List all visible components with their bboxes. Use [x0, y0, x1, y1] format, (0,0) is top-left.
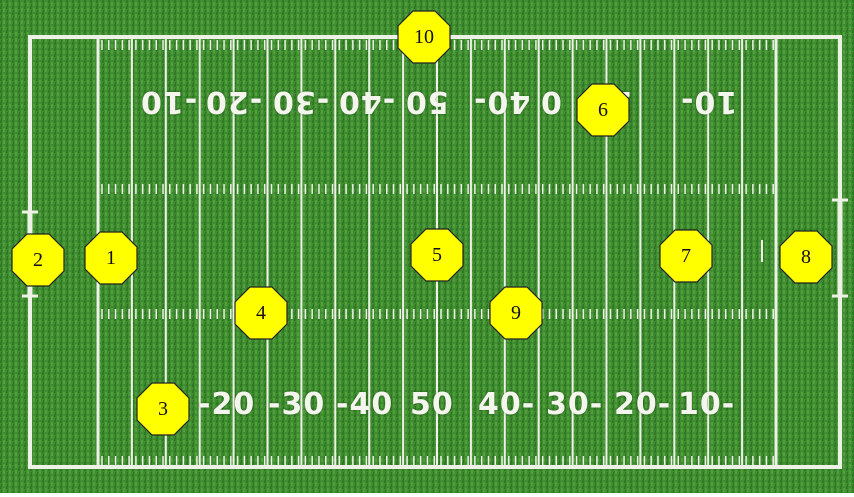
yard-number-top: 0	[540, 86, 562, 116]
label-6: 6	[576, 83, 630, 137]
label-badge-6: 6	[576, 83, 630, 137]
label-7: 7	[659, 229, 713, 283]
yard-number-bottom: 20-	[614, 390, 671, 420]
label-9: 9	[489, 286, 543, 340]
yard-number-bottom: -40	[336, 390, 393, 420]
label-4: 4	[234, 286, 288, 340]
label-5: 5	[410, 228, 464, 282]
label-badge-9: 9	[489, 286, 543, 340]
label-badge-1: 1	[84, 231, 138, 285]
yard-number-top: -40	[338, 86, 395, 116]
yard-number-top: 10-	[680, 86, 737, 116]
label-3: 3	[136, 382, 190, 436]
yard-number-top: 50	[405, 86, 449, 116]
yard-number-bottom: 50	[410, 390, 454, 420]
label-10: 10	[397, 10, 451, 64]
label-8: 8	[779, 230, 833, 284]
label-badge-7: 7	[659, 229, 713, 283]
label-2: 2	[11, 233, 65, 287]
label-badge-8: 8	[779, 230, 833, 284]
label-badge-5: 5	[410, 228, 464, 282]
yard-number-bottom: -20	[198, 390, 255, 420]
yard-number-top: -30	[272, 86, 329, 116]
yard-number-bottom: 30-	[546, 390, 603, 420]
yard-number-top: 40-	[473, 86, 530, 116]
label-badge-10: 10	[397, 10, 451, 64]
label-badge-2: 2	[11, 233, 65, 287]
yard-number-top: -20	[205, 86, 262, 116]
yard-number-bottom: 40-	[478, 390, 535, 420]
yard-number-top: -10	[140, 86, 197, 116]
label-1: 1	[84, 231, 138, 285]
yard-number-bottom: -30	[268, 390, 325, 420]
label-badge-3: 3	[136, 382, 190, 436]
yard-number-bottom: 10-	[678, 390, 735, 420]
label-badge-4: 4	[234, 286, 288, 340]
